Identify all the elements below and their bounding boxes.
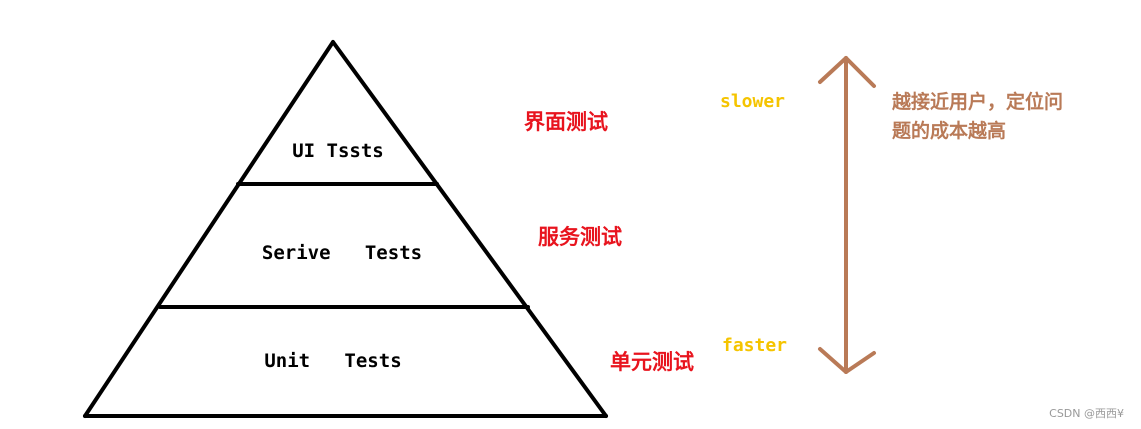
unit-layer-label: Unit Tests bbox=[264, 350, 401, 372]
cost-note-line2: 题的成本越高 bbox=[892, 119, 1006, 142]
pyramid bbox=[83, 40, 608, 418]
ui-layer-label: UI Tssts bbox=[292, 140, 384, 162]
service-layer-cn-label: 服务测试 bbox=[538, 225, 622, 249]
cost-note-line1: 越接近用户，定位问 bbox=[891, 90, 1063, 113]
faster-label: faster bbox=[722, 335, 787, 356]
pyramid-right-edge bbox=[331, 40, 608, 418]
ui-layer-cn-label: 界面测试 bbox=[524, 110, 608, 134]
pyramid-left-edge bbox=[83, 40, 335, 418]
double-arrow-icon bbox=[818, 56, 876, 374]
watermark: CSDN @西西¥ bbox=[1049, 407, 1124, 420]
slower-label: slower bbox=[720, 91, 785, 112]
service-layer-label: Serive Tests bbox=[262, 242, 422, 264]
unit-layer-cn-label: 单元测试 bbox=[610, 350, 694, 374]
